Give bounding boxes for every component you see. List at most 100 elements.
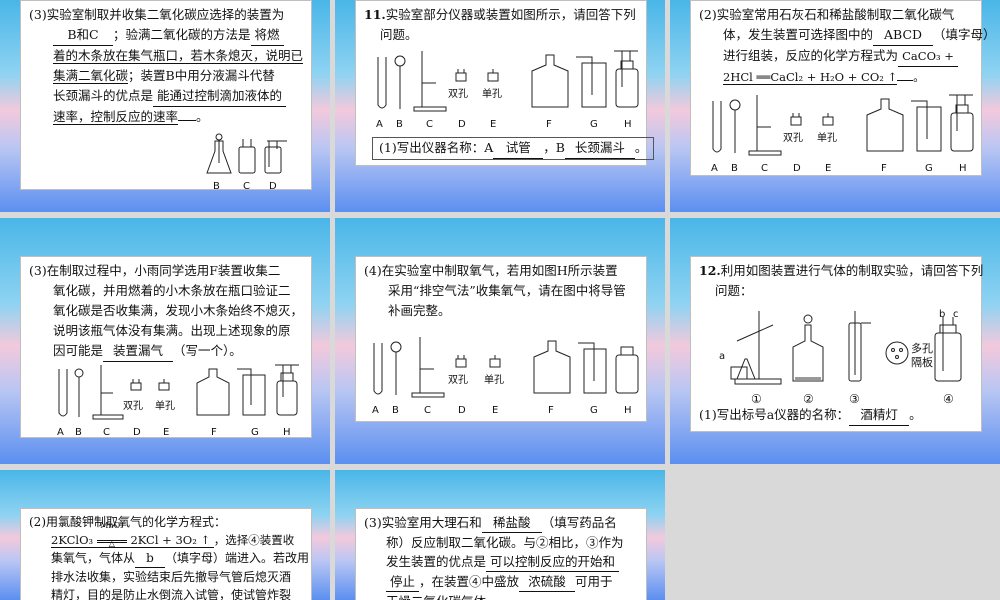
answer-blank: 能通过控制滴加液体的 [153, 86, 287, 107]
fig-label: C [243, 181, 250, 192]
text: 。 [634, 140, 648, 155]
eq-left: 2KClO₃ [51, 533, 94, 547]
text-line: 发生装置的优点是可以控制反应的开始和 [364, 552, 638, 572]
label-b: b [939, 309, 946, 320]
answer-text: 2HCl ══CaCl₂ + H₂O + CO₂ ↑ [723, 70, 898, 85]
porous-label: 多孔 [911, 342, 933, 355]
fig-label: D [269, 181, 277, 192]
text: 因可能是 [53, 343, 104, 358]
answer-blank: ABCD [873, 25, 934, 46]
single-hole-label: 单孔 [155, 401, 175, 412]
answer-blank: 酒精灯 [849, 405, 910, 426]
text-line: (3)实验室用大理石和稀盐酸（填写药品名 [364, 513, 638, 533]
slide-2-card: 11.实验室部分仪器或装置如图所示，请回答下列 问题。 双孔 单孔 A B C … [355, 0, 655, 166]
slide-6[interactable]: 12.利用如图装置进行气体的制取实验，请回答下列 问题： a b c 多孔 隔板… [670, 218, 1000, 464]
text: 。 [196, 109, 209, 124]
answer-text: 着的木条放在集气瓶口，若木条熄灭，说明已 [53, 48, 304, 64]
text: (1)写出标号a仪器的名称： [699, 407, 850, 422]
answer-blank: 可以控制反应的开始和 [486, 552, 620, 572]
answer-blank: 长颈漏斗 [564, 138, 635, 159]
fig-label: F [211, 427, 217, 438]
fig-label: D [133, 427, 141, 438]
apparatus-figure [730, 311, 962, 385]
fig-label: B [392, 405, 399, 416]
text-line: 补画完整。 [388, 303, 451, 318]
fig-label: F [546, 119, 552, 130]
text: ；验满二氧化碳的方法是 [113, 27, 251, 42]
single-hole-label: 单孔 [817, 133, 837, 144]
fig-label: ② [803, 392, 814, 406]
apparatus-figure [377, 50, 639, 112]
hole-labels: 双孔 单孔 [705, 129, 975, 144]
text: 可用于 [575, 574, 613, 589]
fig-label: H [624, 405, 632, 416]
dual-hole-label: 双孔 [783, 133, 803, 144]
eq-arrow: MnO₂ △ [96, 522, 127, 549]
apparatus-labels: a b c 多孔 隔板 [719, 307, 971, 389]
fig-label: G [590, 405, 598, 416]
text: 。 [909, 407, 922, 422]
slide-8[interactable]: (3)实验室用大理石和稀盐酸（填写药品名 称）反应制取二氧化碳。与②相比，③作为… [335, 470, 665, 600]
fig-label: B [213, 181, 220, 192]
text: ，在装置④中盛放 [419, 574, 520, 589]
text: 体，发生装置可选择图中的 [723, 27, 874, 42]
answer-blank: 稀盐酸 [481, 513, 542, 533]
fig-label: G [590, 119, 598, 130]
question-number: 11. [364, 7, 386, 22]
figure-labels: A B C D E F G H [370, 115, 640, 130]
fig-label: H [283, 427, 291, 438]
slide-5[interactable]: (4)在实验室中制取氧气，若用如图H所示装置 采用“排空气法”收集氧气，请在图中… [335, 218, 665, 464]
apparatus-figure [712, 94, 974, 156]
fig-label: H [624, 119, 632, 130]
slide-6-card: 12.利用如图装置进行气体的制取实验，请回答下列 问题： a b c 多孔 隔板… [690, 256, 983, 432]
fig-label: C [426, 119, 433, 130]
text: 利用如图装置进行气体的制取实验，请回答下列 [720, 263, 984, 278]
text-line: 着的木条放在集气瓶口，若木条熄灭，说明已 [29, 46, 304, 66]
fig-label: C [761, 163, 768, 174]
fig-label: B [396, 119, 403, 130]
blank-tail [178, 120, 197, 121]
text: ；装置B中用分液漏斗代替 [128, 68, 275, 83]
question-title: 12.利用如图装置进行气体的制取实验，请回答下列 [699, 261, 983, 281]
slide-2[interactable]: 11.实验室部分仪器或装置如图所示，请回答下列 问题。 双孔 单孔 A B C … [335, 0, 665, 212]
question-number: 12. [699, 263, 721, 278]
fig-label: ④ [943, 392, 954, 406]
slide-1-card: (3)实验室制取并收集二氧化碳应选择的装置为 B和C；验满二氧化碳的方法是将燃 … [20, 0, 312, 192]
slide-5-card: (4)在实验室中制取氧气，若用如图H所示装置 采用“排空气法”收集氧气，请在图中… [355, 256, 647, 422]
text-line: 2HCl ══CaCl₂ + H₂O + CO₂ ↑ 。 [699, 67, 973, 87]
slide-8-card: (3)实验室用大理石和稀盐酸（填写药品名 称）反应制取二氧化碳。与②相比，③作为… [355, 508, 647, 600]
text: ，B [543, 140, 565, 155]
question-title: 11.实验室部分仪器或装置如图所示，请回答下列 [364, 5, 638, 25]
fig-label: F [881, 163, 887, 174]
fig-label: A [372, 405, 379, 416]
answer-blank: CaCO₃ + [898, 46, 959, 67]
slide-1[interactable]: (3)实验室制取并收集二氧化碳应选择的装置为 B和C；验满二氧化碳的方法是将燃 … [0, 0, 330, 212]
figure-labels: ① ② ③ ④ [721, 389, 971, 406]
apparatus-figure [58, 364, 299, 420]
label-c: c [953, 309, 959, 320]
text-line: (3)在制取过程中，小雨同学选用F装置收集二 [29, 263, 281, 278]
fig-label: B [75, 427, 82, 438]
slide-7[interactable]: (2)用氯酸钾制取氧气的化学方程式： 2KClO₃ MnO₂ △ 2KCl + … [0, 470, 330, 600]
fig-label: H [959, 163, 967, 174]
hole-labels: 双孔 单孔 [370, 85, 640, 100]
text: (3)实验室用大理石和 [364, 515, 482, 530]
text-line: 排水法收集，实验结束后先撤导气管后熄灭酒 [51, 570, 292, 584]
fig-label: G [925, 163, 933, 174]
text: 。 [913, 70, 925, 84]
text-line: (3)实验室制取并收集二氧化碳应选择的装置为 [29, 7, 285, 22]
text: (1)写出仪器名称：A [379, 140, 494, 155]
plate-label: 隔板 [911, 356, 933, 369]
text: ，选择④装置收 [213, 533, 295, 547]
fig-label: B [731, 163, 738, 174]
slide-4[interactable]: (3)在制取过程中，小雨同学选用F装置收集二 氧化碳，并用燃着的小木条放在瓶口验… [0, 218, 330, 464]
answer-blank: B和C [53, 25, 113, 46]
figure-labels: A B C D E F G H [366, 401, 640, 416]
text-line: 问题。 [380, 27, 418, 42]
text-line: 精灯，目的是防止水倒流入试管，使试管炸裂 [51, 588, 292, 600]
dual-hole-label: 双孔 [448, 375, 468, 386]
answer-text: 速率，控制反应的速率 [53, 109, 179, 125]
answer-blank: 试管 [493, 138, 544, 159]
